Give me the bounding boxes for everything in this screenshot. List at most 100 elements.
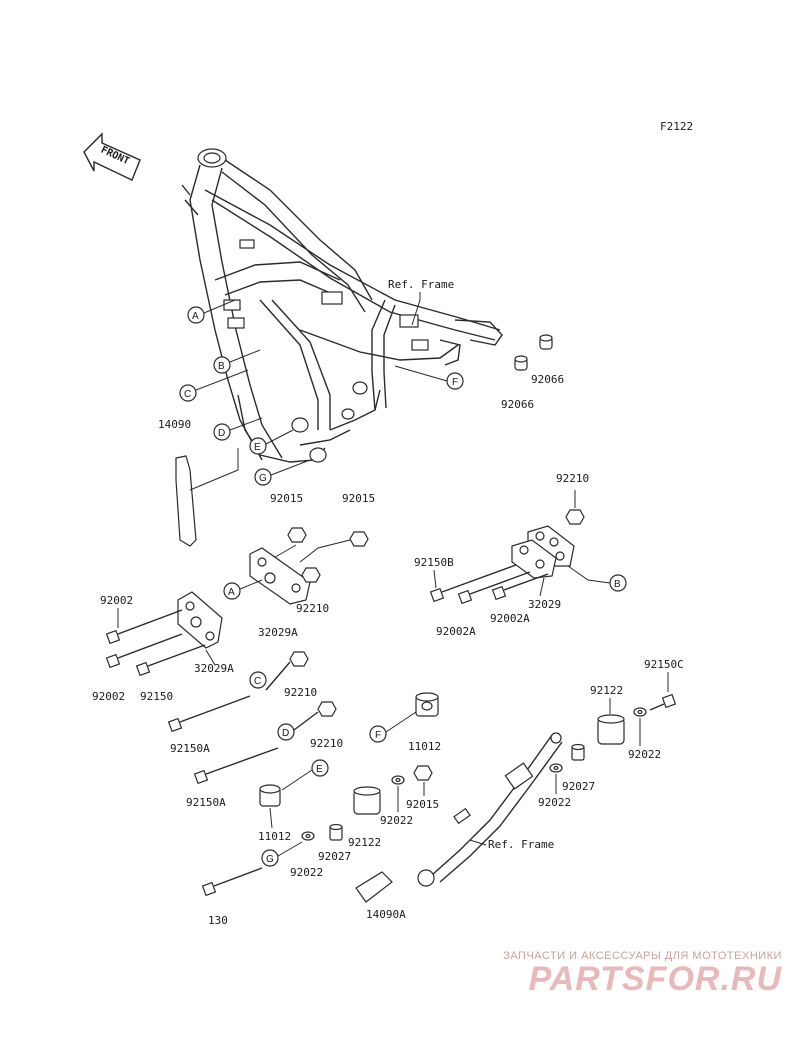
nut-92015-c — [413, 765, 433, 781]
callout-a-bracket: A — [223, 582, 241, 600]
collar-92122-right — [597, 714, 625, 745]
label-92015-a: 92015 — [270, 492, 303, 505]
svg-text:D: D — [282, 728, 289, 739]
label-92066-b: 92066 — [501, 398, 534, 411]
label-92027-b: 92027 — [562, 780, 595, 793]
callout-f-frame: F — [446, 372, 464, 390]
nut-92210-d — [317, 701, 337, 717]
watermark: ЗАПЧАСТИ И АКСЕССУАРЫ ДЛЯ МОТОТЕХНИКИ PA… — [503, 950, 782, 999]
label-92002-a: 92002 — [100, 594, 133, 607]
label-92002a-a: 92002A — [436, 625, 476, 638]
label-92022-a: 92022 — [380, 814, 413, 827]
svg-text:A: A — [192, 311, 199, 322]
label-130: 130 — [208, 914, 228, 927]
callout-d-frame: D — [213, 423, 231, 441]
collar-92027-middle — [329, 823, 343, 841]
nut-92210-a — [301, 567, 321, 583]
label-92210-a: 92210 — [296, 602, 329, 615]
label-14090a: 14090A — [366, 908, 406, 921]
label-92210-b: 92210 — [556, 472, 589, 485]
label-92210-d: 92210 — [310, 737, 343, 750]
callout-b-bracket: B — [609, 574, 627, 592]
label-92027-a: 92027 — [318, 850, 351, 863]
watermark-tagline: ЗАПЧАСТИ И АКСЕССУАРЫ ДЛЯ МОТОТЕХНИКИ — [503, 950, 782, 962]
callout-a-frame: A — [187, 306, 205, 324]
bolt-92150c — [649, 693, 677, 711]
svg-text:G: G — [259, 473, 267, 484]
front-arrow-icon: FRONT — [83, 132, 141, 181]
nut-92015-a — [287, 527, 307, 543]
label-92022-d: 92022 — [538, 796, 571, 809]
label-11012-a: 11012 — [408, 740, 441, 753]
svg-text:G: G — [266, 854, 274, 865]
callout-b-frame: B — [213, 356, 231, 374]
callout-g-frame: G — [254, 468, 272, 486]
svg-text:C: C — [184, 389, 191, 400]
svg-text:C: C — [254, 676, 261, 687]
bushing-11012-upper — [415, 692, 439, 717]
callout-c-frame: C — [179, 384, 197, 402]
nut-92210-b — [565, 509, 585, 525]
bolt-92002a-a — [457, 571, 531, 605]
cover-14090 — [175, 455, 197, 547]
svg-text:F: F — [375, 730, 381, 741]
washer-92022-middle — [391, 775, 405, 785]
collar-92027-right — [571, 743, 585, 761]
label-32029a-a: 32029A — [258, 626, 298, 639]
bolt-130 — [201, 867, 263, 897]
svg-text:A: A — [228, 587, 235, 598]
callout-f-bushing: F — [369, 725, 387, 743]
nut-92015-b — [349, 531, 369, 547]
label-92002a-b: 92002A — [490, 612, 530, 625]
bolt-92002-b — [105, 633, 183, 669]
bracket-32029a-upper — [249, 547, 311, 605]
cover-14090a — [355, 871, 393, 903]
collar-92122-middle — [353, 786, 381, 815]
svg-text:E: E — [254, 442, 261, 453]
label-92022-b: 92022 — [290, 866, 323, 879]
bolt-92002-a — [105, 609, 183, 645]
svg-text:B: B — [218, 361, 225, 372]
bracket-32029a-lower — [177, 591, 223, 649]
label-92066-a: 92066 — [531, 373, 564, 386]
ref-frame-label: Ref. Frame — [388, 278, 454, 291]
label-11012-b: 11012 — [258, 830, 291, 843]
bolt-92150 — [135, 644, 206, 677]
diagram-id: F2122 — [660, 120, 693, 133]
washer-92022-right — [633, 707, 647, 717]
bolt-92150a-c — [167, 661, 291, 733]
svg-text:D: D — [218, 428, 225, 439]
label-92210-c: 92210 — [284, 686, 317, 699]
washer-92022-lower — [301, 831, 315, 841]
label-14090: 14090 — [158, 418, 191, 431]
washer-92022-frame — [549, 763, 563, 773]
label-92150a-b: 92150A — [186, 796, 226, 809]
callout-g-bolt: G — [261, 849, 279, 867]
bushing-11012-lower — [259, 784, 281, 807]
svg-text:E: E — [316, 764, 323, 775]
label-92022-c: 92022 — [628, 748, 661, 761]
label-92150: 92150 — [140, 690, 173, 703]
front-label: FRONT — [99, 145, 131, 168]
plate-32029-front — [511, 539, 557, 579]
plug-92066-lower — [514, 355, 528, 371]
label-92002-b: 92002 — [92, 690, 125, 703]
label-92150b: 92150B — [414, 556, 454, 569]
svg-text:F: F — [452, 377, 458, 388]
watermark-logo: PARTSFOR.RU — [528, 960, 782, 998]
frame-drawing — [181, 148, 503, 463]
label-92150c: 92150C — [644, 658, 684, 671]
label-92015-c: 92015 — [406, 798, 439, 811]
nut-92210-c — [289, 651, 309, 667]
bolt-92150b — [429, 564, 517, 603]
ref-frame-label-2: Ref. Frame — [488, 838, 554, 851]
callout-c-bolt: C — [249, 671, 267, 689]
plug-92066-upper — [539, 334, 553, 350]
callout-d-bolt: D — [277, 723, 295, 741]
label-92150a-a: 92150A — [170, 742, 210, 755]
bolt-92150a-d — [193, 711, 319, 785]
label-92122-b: 92122 — [590, 684, 623, 697]
label-92015-b: 92015 — [342, 492, 375, 505]
label-32029a-b: 32029A — [194, 662, 234, 675]
